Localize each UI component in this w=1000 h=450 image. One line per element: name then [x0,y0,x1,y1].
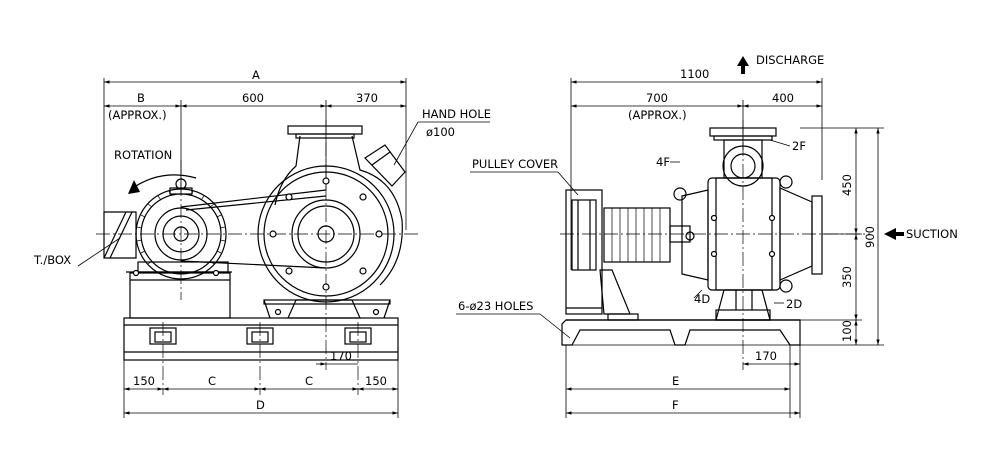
holes-label: 6-ø23 HOLES [458,299,533,313]
approx-left: (APPROX.) [108,108,167,122]
dim-100: 100 [840,320,854,342]
dim-350: 350 [840,266,854,288]
dim-450: 450 [840,174,854,196]
label-2D: 2D [786,297,802,311]
dim-B: B [137,91,145,105]
discharge-label: DISCHARGE [756,53,824,67]
approx-right: (APPROX.) [628,108,687,122]
dim-170-right: 170 [755,349,777,363]
dim-C-1: C [208,374,216,388]
tbox-label: T./BOX [33,253,71,267]
dim-A: A [252,68,260,82]
suction-label: SUCTION [906,227,958,241]
right-view [456,56,904,418]
pulley-cover-label: PULLEY COVER [472,157,558,171]
dim-900: 900 [863,226,877,248]
dim-F: F [672,398,679,412]
hand-hole-dia: ø100 [426,125,455,139]
dim-D: D [256,398,265,412]
label-4D: 4D [694,292,710,306]
left-view [77,78,490,418]
dim-600: 600 [242,91,264,105]
dim-E: E [672,374,679,388]
dim-150-right: 150 [365,374,387,388]
dim-170-left: 170 [330,349,352,363]
label-4F: 4F [656,155,670,169]
dim-150-left: 150 [133,374,155,388]
hand-hole-label: HAND HOLE [422,107,491,121]
rotation-label: ROTATION [114,148,172,162]
dim-C-2: C [305,374,313,388]
dim-370: 370 [356,91,378,105]
dim-700: 700 [646,91,668,105]
dim-1100: 1100 [680,67,709,81]
label-2F: 2F [792,139,806,153]
dim-400: 400 [772,91,794,105]
